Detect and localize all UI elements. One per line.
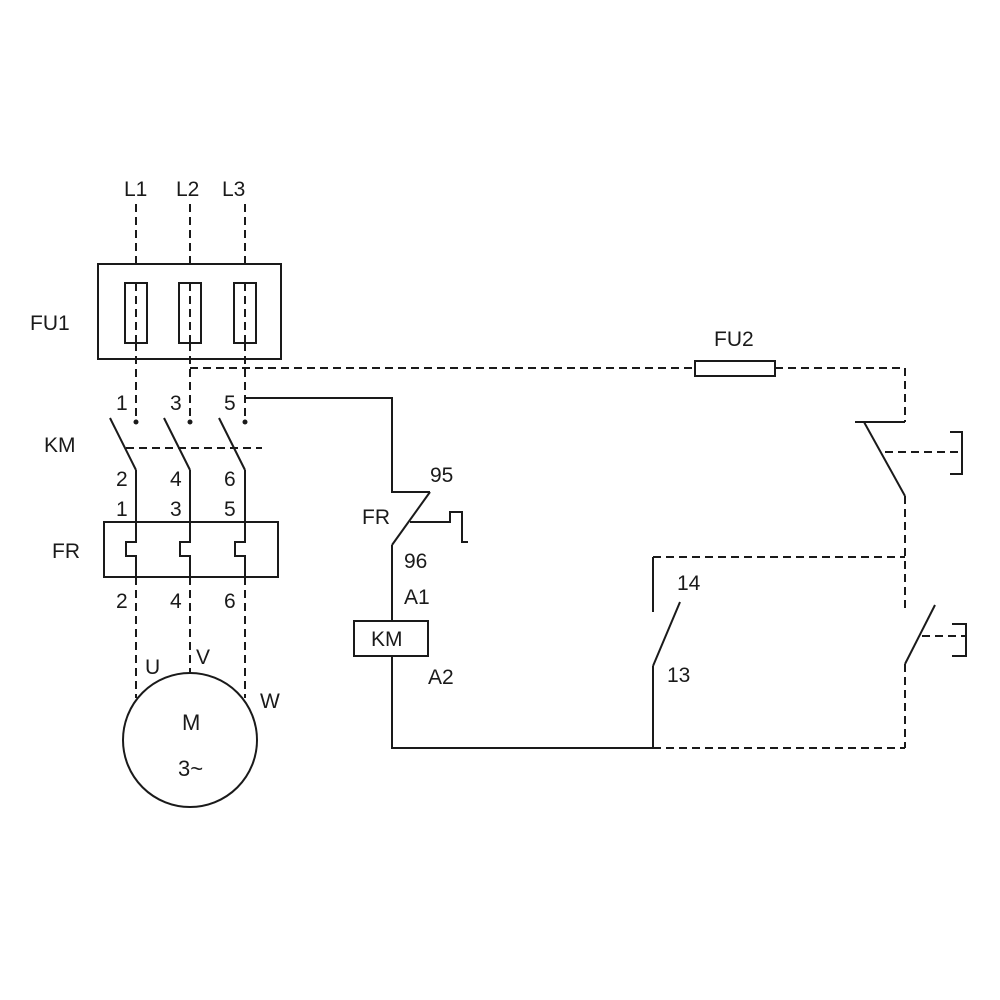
- start-button-head: [952, 623, 967, 657]
- aux-terminal-13: 13: [667, 664, 690, 687]
- fuse-internal-conductors: [135, 283, 246, 343]
- conductors-km-to-fr: [135, 470, 246, 522]
- motor-terminal-w: W: [260, 690, 280, 713]
- motor-m-label: M: [182, 710, 200, 735]
- km-terminal-2: 2: [116, 468, 128, 491]
- phase-l2-label: L2: [176, 178, 199, 201]
- fr-contact-terminal-95: 95: [430, 464, 453, 487]
- motor-symbol: [122, 672, 258, 808]
- motor-terminal-v: V: [196, 646, 210, 669]
- fr-terminal-3: 3: [170, 498, 182, 521]
- aux-terminal-14: 14: [677, 572, 701, 595]
- phase-l3-label: L3: [222, 178, 245, 201]
- coil-terminal-a1: A1: [404, 586, 430, 609]
- l3-control-tap: [245, 397, 430, 493]
- fu2-to-stop-line: [775, 367, 906, 422]
- start-button-contact: [904, 604, 936, 665]
- motor-phase-label: 3~: [178, 756, 203, 781]
- fr-terminal-1: 1: [116, 498, 128, 521]
- fr-nc-contact: [391, 491, 431, 546]
- km-terminal-3: 3: [170, 392, 182, 415]
- fr-contact-label: FR: [362, 506, 390, 529]
- coil-return-line: [391, 656, 653, 749]
- stop-button-contact: [863, 421, 906, 497]
- coil-terminal-a2: A2: [428, 666, 454, 689]
- fr-thermal-actuator: [410, 511, 468, 543]
- km-terminal-6: 6: [224, 468, 236, 491]
- conductors-fu1-to-km: [135, 343, 246, 422]
- fr-main-label: FR: [52, 540, 80, 563]
- km-main-label: KM: [44, 434, 76, 457]
- km-main-contacts: [109, 417, 262, 471]
- fr-contact-terminal-96: 96: [404, 550, 427, 573]
- fr-terminal-2: 2: [116, 590, 128, 613]
- km-coil: [353, 620, 429, 657]
- fu2-label: FU2: [714, 328, 754, 351]
- motor-terminal-u: U: [145, 656, 160, 679]
- fr-terminal-6: 6: [224, 590, 236, 613]
- stop-button-head: [950, 431, 963, 475]
- km-terminal-4: 4: [170, 468, 182, 491]
- fr-terminal-4: 4: [170, 590, 182, 613]
- km-coil-label: KM: [371, 628, 403, 651]
- fr-heater-elements: [125, 522, 246, 577]
- km-aux-contact: [652, 601, 681, 667]
- motor-feed-conductors: [135, 577, 246, 698]
- phase-l1-label: L1: [124, 178, 147, 201]
- fu1-label: FU1: [30, 312, 70, 335]
- km-terminal-1: 1: [116, 392, 128, 415]
- fu2-fuse: [694, 360, 776, 377]
- km-terminal-5: 5: [224, 392, 236, 415]
- fr-terminal-5: 5: [224, 498, 236, 521]
